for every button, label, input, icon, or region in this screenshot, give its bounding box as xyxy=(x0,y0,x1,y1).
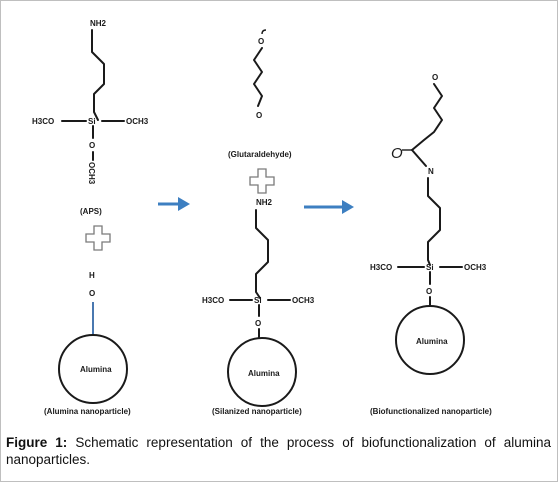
amine-label: NH2 xyxy=(256,198,273,207)
right-arrow-icon xyxy=(158,197,190,211)
amine-label: NH2 xyxy=(90,19,107,28)
aps-name-label: (APS) xyxy=(80,207,102,216)
carbonyl-o-label: O xyxy=(391,145,403,162)
methyl-rotated-label: OCH3 xyxy=(87,162,96,185)
silicon-label: Si xyxy=(88,117,96,126)
hydroxyl-h-label: H xyxy=(89,271,95,280)
carbon-nitrogen-bond xyxy=(411,149,427,167)
aldehyde-o-label: O xyxy=(432,73,438,82)
aldehyde-top-carbonyl xyxy=(261,29,267,35)
caption-text: Schematic representation of the process … xyxy=(6,435,551,467)
right-arrow-icon xyxy=(304,200,354,214)
particle-name-label: (Biofunctionalized nanoparticle) xyxy=(370,407,492,416)
imine-n-label: N xyxy=(428,167,434,176)
aldehyde-o-bottom-label: O xyxy=(256,111,262,120)
methoxy-left-label: H3CO xyxy=(202,296,224,305)
alumina-sphere xyxy=(58,334,128,404)
particle-name-label: (Silanized nanoparticle) xyxy=(212,407,302,416)
aldehyde-o-top-label: O xyxy=(258,37,264,46)
plus-icon xyxy=(85,225,111,251)
linker-chain xyxy=(411,83,443,151)
glutaraldehyde-name-label: (Glutaraldehyde) xyxy=(228,150,292,159)
figure-caption: Figure 1: Schematic representation of th… xyxy=(6,434,551,468)
methoxy-left-label: H3CO xyxy=(370,263,392,272)
methoxy-right-label: OCH3 xyxy=(292,296,315,305)
propyl-chain xyxy=(255,209,269,299)
glutaraldehyde-chain xyxy=(253,47,263,107)
panel-biofunctionalized: O O N H3CO Si OCH3 O Alumina (Biofunctio… xyxy=(370,73,492,416)
oxygen-label: O xyxy=(426,287,432,296)
silicon-label: Si xyxy=(254,296,262,305)
methoxy-right-label: OCH3 xyxy=(464,263,487,272)
panel-aps: NH2 H3CO Si OCH3 O OCH3 (APS) H O Alumin… xyxy=(32,19,149,416)
sphere-label: Alumina xyxy=(80,365,112,374)
methoxy-right-label: OCH3 xyxy=(126,117,149,126)
silicon-label: Si xyxy=(426,263,434,272)
sphere-label: Alumina xyxy=(416,337,448,346)
alumina-sphere xyxy=(227,337,297,407)
panel-silanized: O O (Glutaraldehyde) NH2 H3CO Si OCH3 O … xyxy=(202,29,315,416)
propyl-chain xyxy=(427,177,441,266)
plus-icon xyxy=(249,168,275,194)
oxygen-label: O xyxy=(89,141,95,150)
hydroxyl-o-label: O xyxy=(89,289,95,298)
reaction-scheme: NH2 H3CO Si OCH3 O OCH3 (APS) H O Alumin… xyxy=(32,19,492,416)
alumina-sphere xyxy=(395,305,465,375)
sphere-label: Alumina xyxy=(248,369,280,378)
oxygen-label: O xyxy=(255,319,261,328)
particle-name-label: (Alumina nanoparticle) xyxy=(44,407,131,416)
methoxy-left-label: H3CO xyxy=(32,117,54,126)
caption-label: Figure 1: xyxy=(6,435,68,450)
propyl-chain xyxy=(91,29,105,121)
